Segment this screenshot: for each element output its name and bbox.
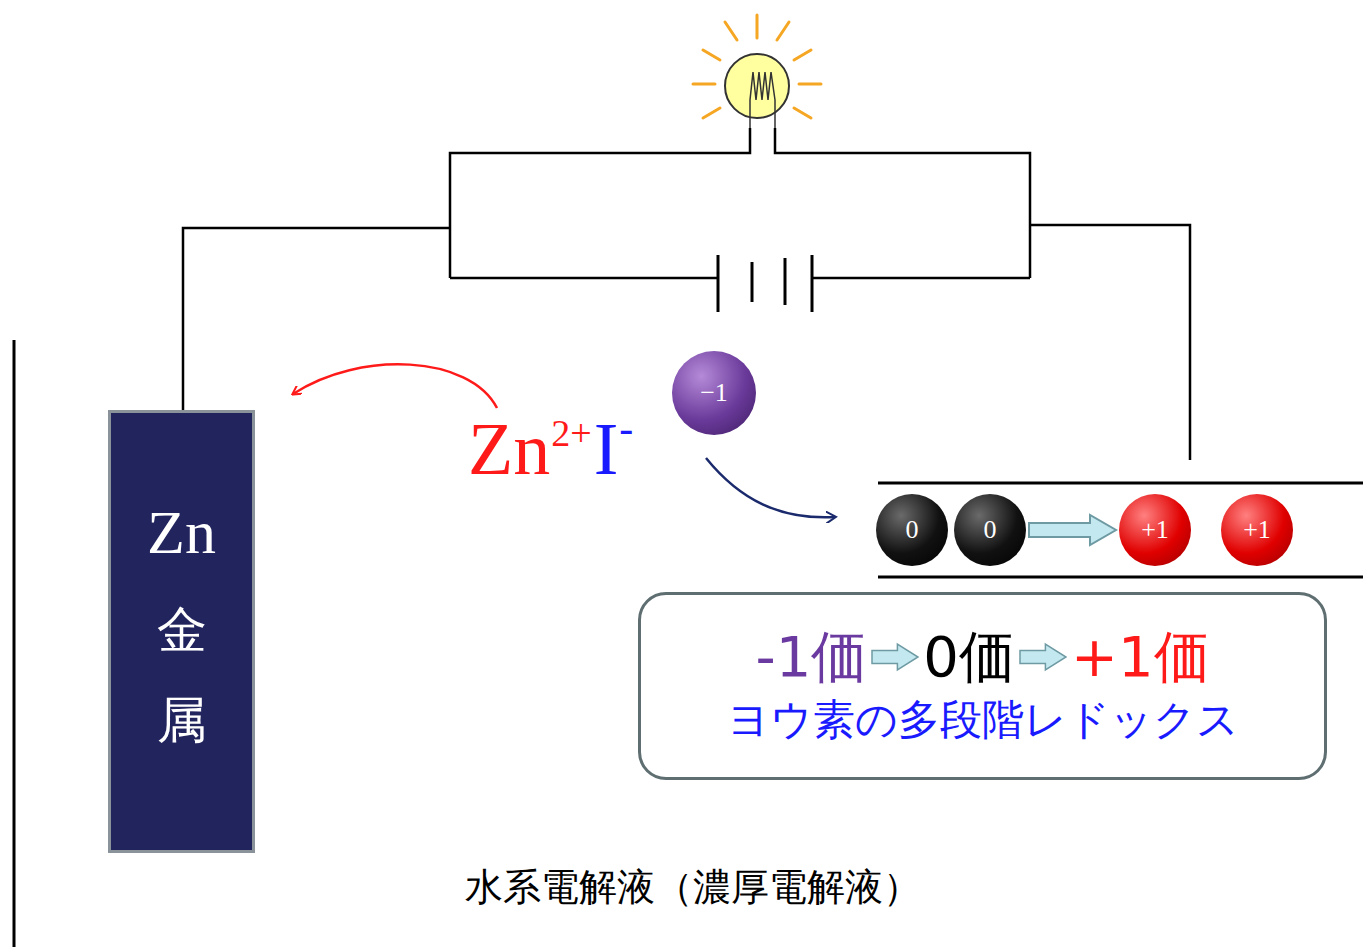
block-arrow <box>1029 515 1116 545</box>
container-wall <box>13 340 16 947</box>
charge-number: 0 <box>906 515 919 545</box>
battery-symbol <box>718 255 812 312</box>
light-bulb <box>693 15 821 128</box>
iodide-arrow <box>706 458 835 517</box>
redox-caption: ヨウ素の多段階レドックス <box>727 693 1239 748</box>
ion-sphere: +1 <box>1221 494 1293 566</box>
ion-label: Zn <box>468 412 550 486</box>
ion-sphere: 0 <box>876 494 948 566</box>
ion-sphere: 0 <box>954 494 1026 566</box>
charge-number: +1 <box>1243 515 1271 545</box>
valence-row: -1価 0価 +1価 <box>755 625 1209 689</box>
step-arrow <box>871 642 919 672</box>
ion-sphere: +1 <box>1119 494 1191 566</box>
valence-text: 0価 <box>923 625 1015 689</box>
charge-number: −1 <box>700 378 728 408</box>
electrode-plate <box>878 483 1363 577</box>
annotation-box: -1価 0価 +1価ヨウ素の多段階レドックス <box>638 592 1327 780</box>
charge-number: +1 <box>1141 515 1169 545</box>
charge-number: 0 <box>984 515 997 545</box>
electrode-label: Zn <box>147 501 216 563</box>
ion-label: - <box>619 407 633 449</box>
zinc-electrode: Zn 金属 <box>108 410 255 853</box>
valence-text: +1価 <box>1071 625 1210 689</box>
ion-sphere: −1 <box>672 351 756 435</box>
valence-text: -1価 <box>755 625 867 689</box>
circuit-wire <box>183 128 1190 460</box>
step-arrow <box>1019 642 1067 672</box>
caption: 水系電解液（濃厚電解液） <box>465 862 921 913</box>
electrode-label: 金属 <box>157 585 207 765</box>
zinc-arrow <box>293 364 497 408</box>
ion-label: I <box>594 412 619 486</box>
ion-label: 2+ <box>551 414 591 452</box>
